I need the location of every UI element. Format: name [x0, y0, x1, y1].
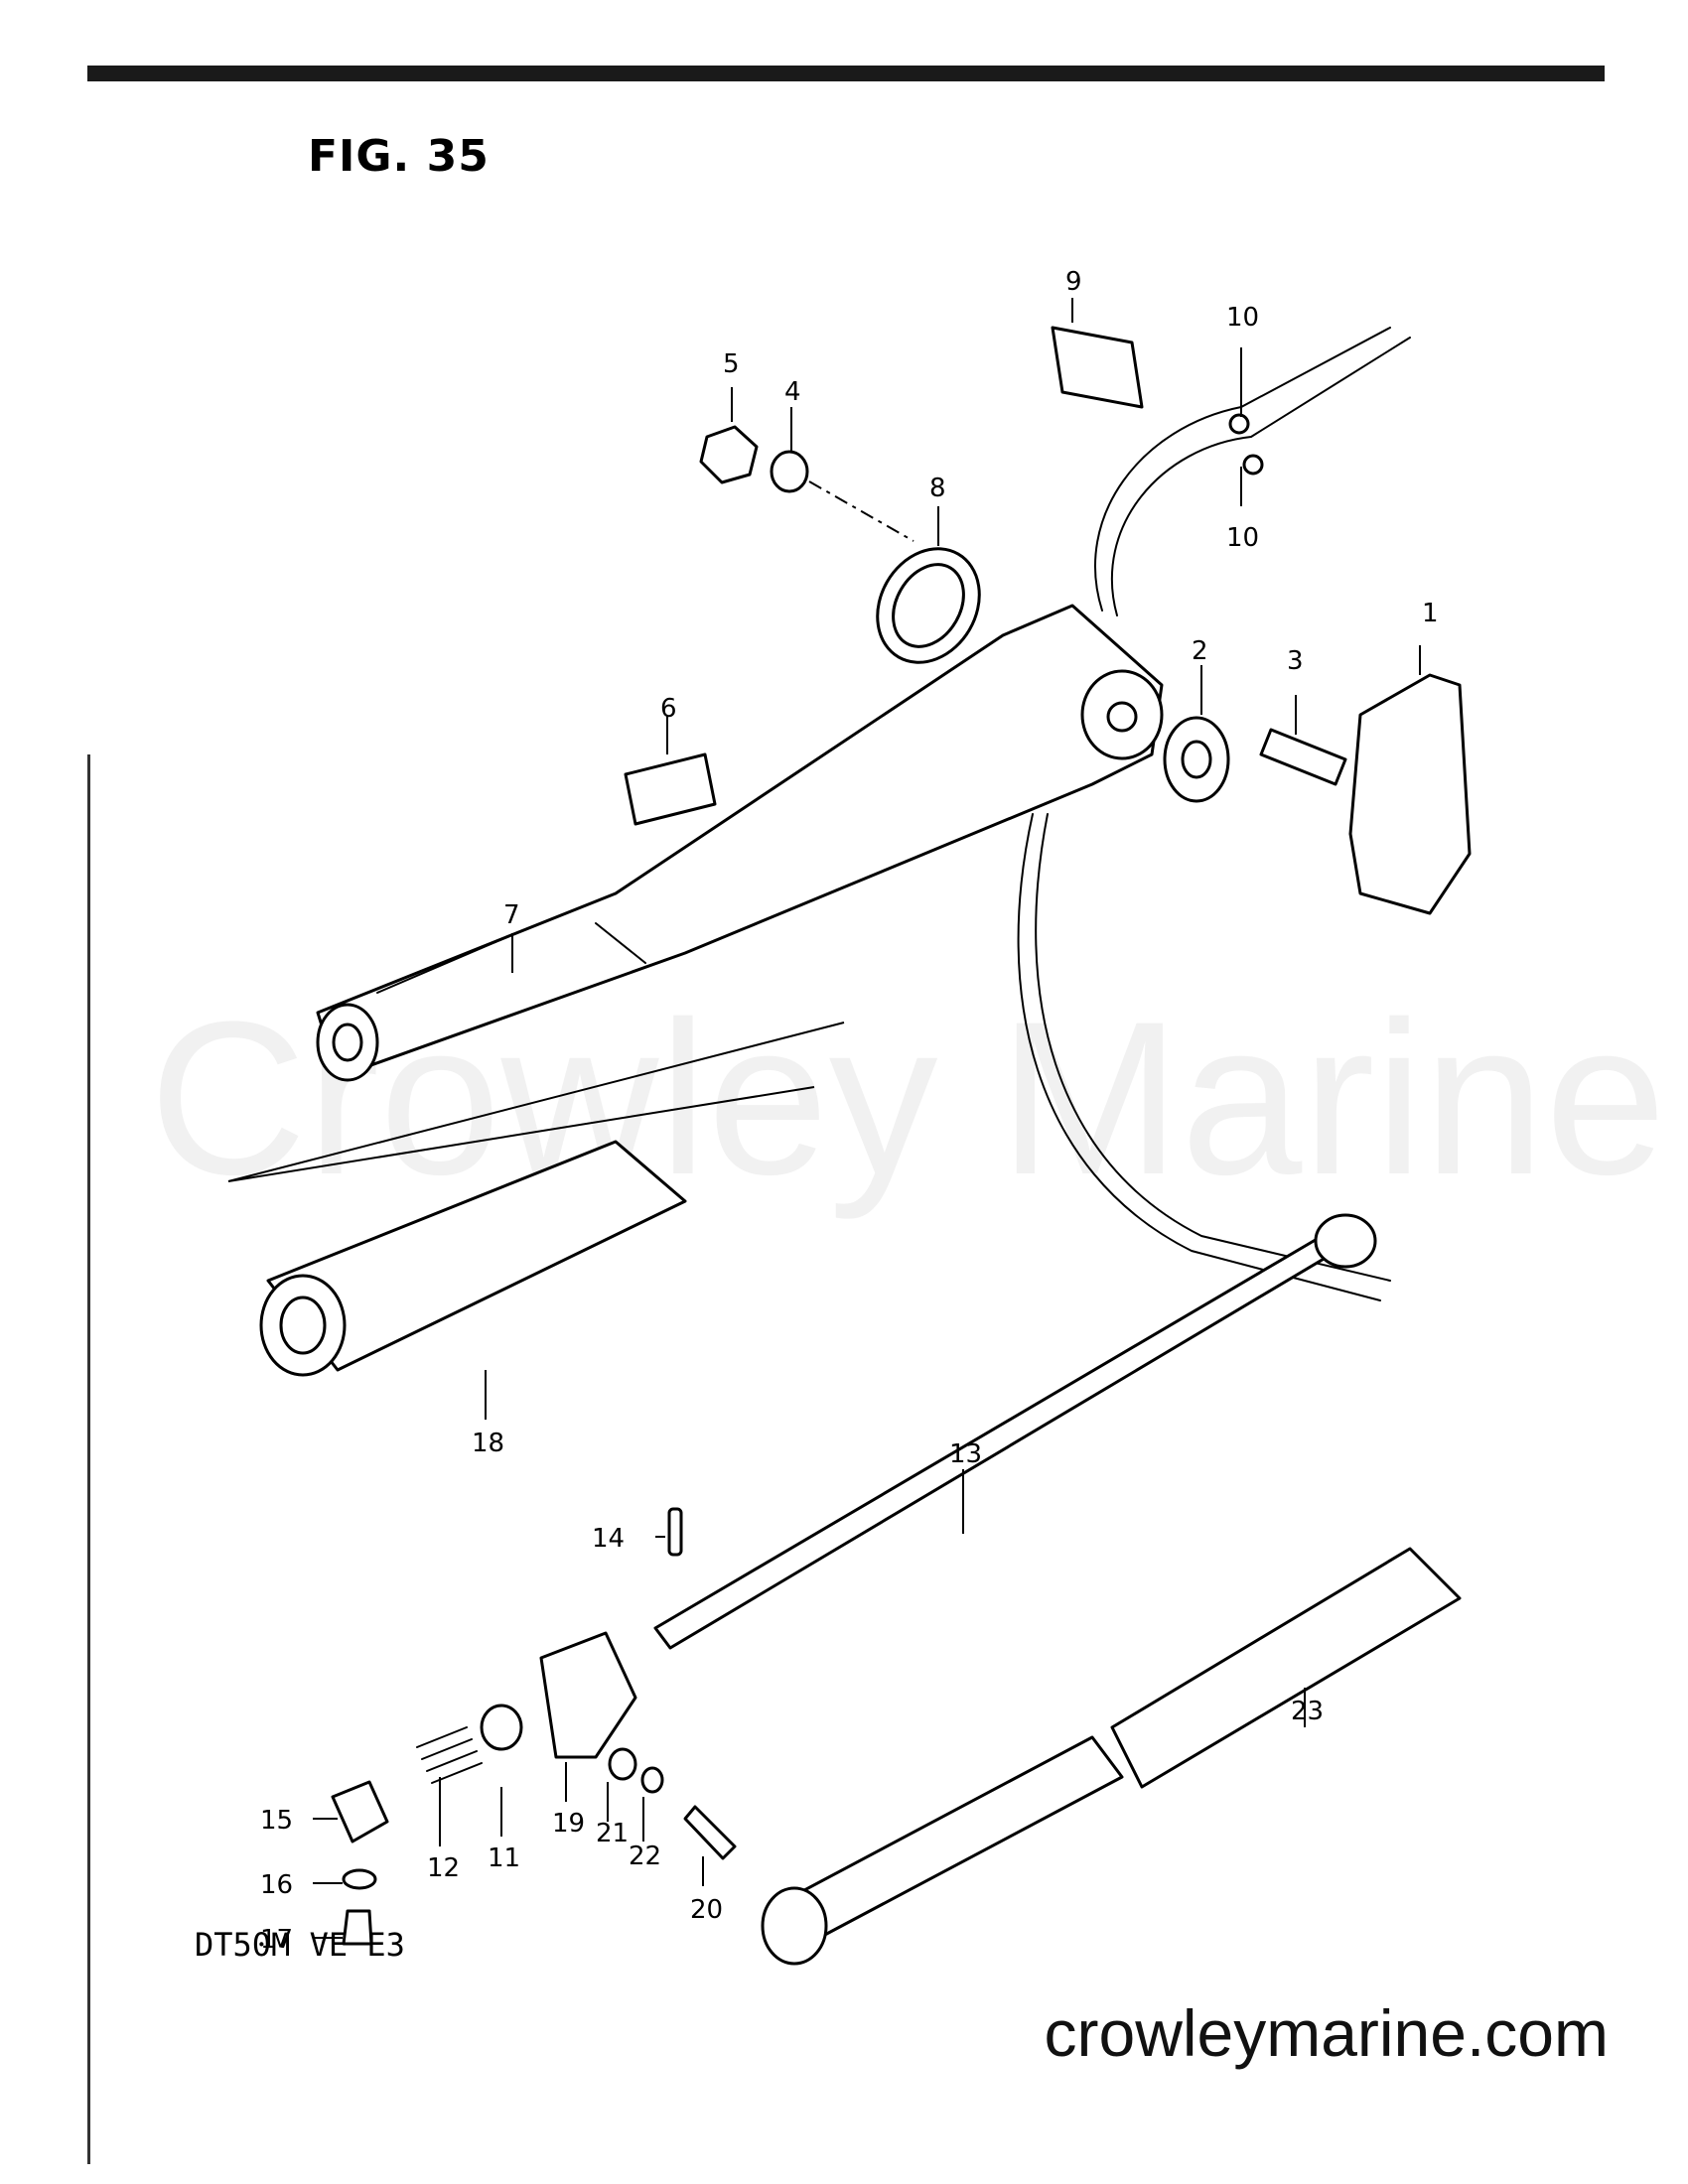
callout-22: 22	[629, 1842, 661, 1871]
star-washer	[342, 1868, 377, 1890]
throttle-cable-lower	[1017, 813, 1381, 1301]
handle-lower	[773, 1735, 1124, 1948]
bushing-hole	[1181, 740, 1212, 779]
site-url[interactable]: crowleymarine.com	[1044, 1996, 1609, 2070]
handle-grip-end	[761, 1886, 828, 1966]
callout-8: 8	[929, 474, 946, 503]
tiller-arm-bore	[332, 1023, 363, 1062]
callout-10a: 10	[1226, 303, 1259, 333]
cable-end-10a	[1228, 413, 1250, 435]
throttle-cable-upper	[1094, 327, 1391, 612]
throttle-cable-upper-2	[1111, 337, 1411, 616]
callout-16: 16	[260, 1870, 293, 1900]
washer-small	[770, 450, 809, 493]
tiller-cover	[1348, 673, 1472, 915]
decal	[624, 752, 717, 826]
grip-assembly-lines	[227, 1022, 845, 1182]
callout-12: 12	[427, 1853, 460, 1883]
callout-13: 13	[949, 1439, 982, 1469]
tiller-arm	[316, 604, 1164, 1079]
margin-rule	[87, 754, 90, 2164]
callout-2: 2	[1192, 636, 1208, 666]
handle-upper	[1110, 1547, 1462, 1789]
callout-5: 5	[723, 349, 740, 379]
callout-20: 20	[690, 1895, 723, 1925]
throttle-grip-bore	[279, 1296, 327, 1355]
callout-17: 17	[260, 1925, 293, 1955]
callout-18: 18	[472, 1429, 504, 1458]
callout-6: 6	[660, 694, 677, 724]
callout-3: 3	[1287, 646, 1304, 676]
callout-19: 19	[552, 1809, 585, 1839]
bushing-11	[480, 1704, 523, 1751]
header-rule	[87, 66, 1605, 81]
washer-large-inner	[892, 563, 965, 648]
callout-11: 11	[488, 1843, 520, 1873]
pin	[1259, 728, 1347, 786]
cable-clip	[1051, 326, 1144, 409]
throttle-shaft-head	[1314, 1213, 1377, 1269]
nut	[699, 425, 759, 484]
tiller-collar	[595, 922, 646, 964]
callout-9: 9	[1065, 267, 1082, 297]
washer-22	[640, 1766, 664, 1794]
bolt-20	[683, 1805, 737, 1860]
callout-7: 7	[503, 900, 520, 930]
callout-1: 1	[1422, 599, 1439, 628]
callout-4: 4	[784, 377, 801, 407]
model-code: DT50M VE E3	[195, 1926, 405, 1964]
tiller-pivot-hole	[1106, 701, 1138, 733]
callout-23: 23	[1291, 1697, 1324, 1726]
figure-title: FIG. 35	[308, 131, 490, 182]
callout-21: 21	[596, 1819, 629, 1848]
throttle-shaft	[653, 1229, 1342, 1650]
callout-10b: 10	[1226, 523, 1259, 553]
friction-piece	[539, 1631, 637, 1759]
spring	[416, 1726, 483, 1784]
collar-15	[331, 1780, 389, 1843]
dowel-pin	[667, 1507, 683, 1557]
assembly-line-8	[808, 480, 914, 542]
leader-lines	[313, 298, 1421, 1939]
cable-end-10b	[1242, 454, 1264, 476]
washer-21	[608, 1747, 637, 1781]
callout-14: 14	[592, 1524, 625, 1554]
callout-15: 15	[260, 1806, 293, 1836]
throttle-cable-lower-2	[1035, 813, 1391, 1282]
tiller-slot	[376, 932, 517, 994]
screw-17	[342, 1909, 373, 1946]
